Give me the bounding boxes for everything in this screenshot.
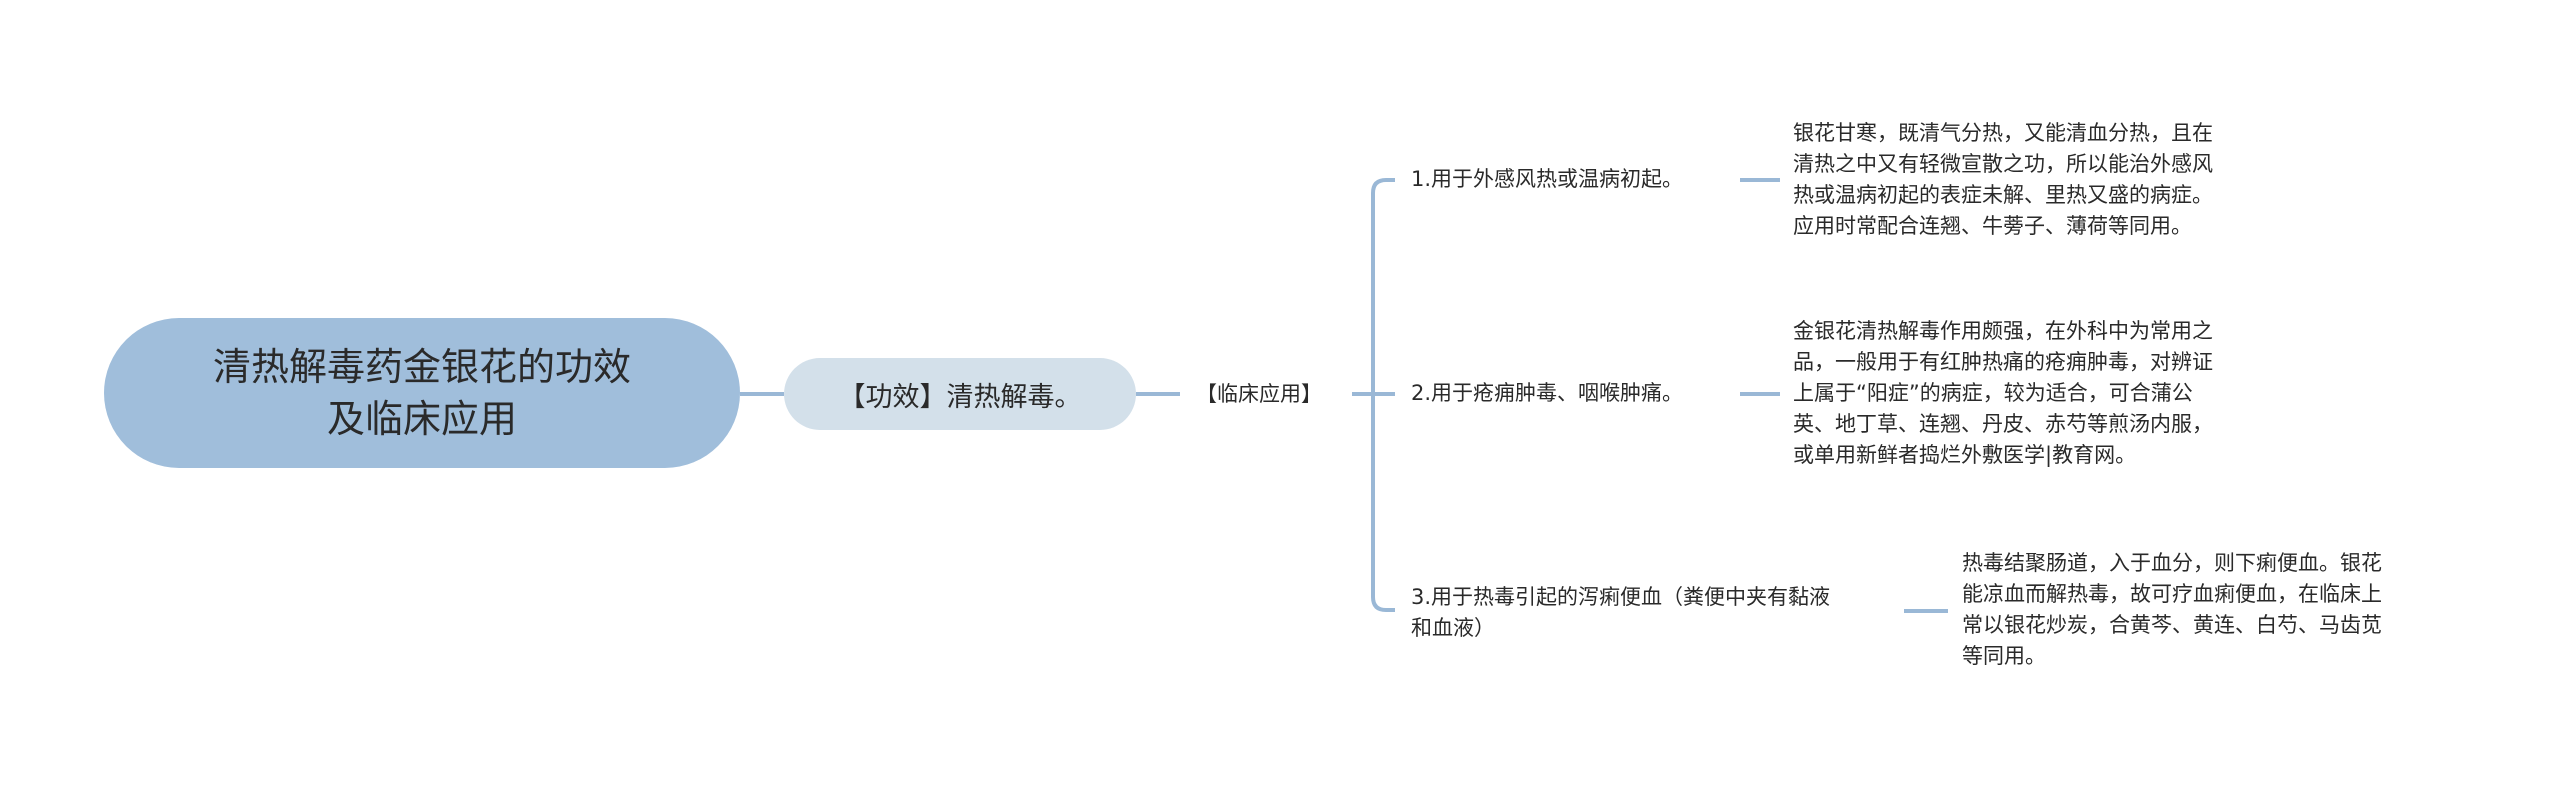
- detail-line: 英、地丁草、连翘、丹皮、赤芍等煎汤内服，: [1793, 412, 2213, 436]
- detail-line: 等同用。: [1962, 644, 2046, 668]
- detail-line: 应用时常配合连翘、牛蒡子、薄荷等同用。: [1793, 214, 2192, 238]
- clinical-application-node[interactable]: 【临床应用】: [1196, 379, 1322, 409]
- branch-3-detail[interactable]: 热毒结聚肠道，入于血分，则下痢便血。银花 能凉血而解热毒，故可疗血痢便血，在临床…: [1962, 548, 2452, 672]
- branch-3-title-line1: 3.用于热毒引起的泻痢便血（粪便中夹有黏液: [1411, 585, 1831, 609]
- branch-2-title: 2.用于疮痈肿毒、咽喉肿痛。: [1411, 381, 1684, 405]
- branch-1-detail[interactable]: 银花甘寒，既清气分热，又能清血分热，且在 清热之中又有轻微宣散之功，所以能治外感…: [1793, 118, 2283, 242]
- detail-line: 热毒结聚肠道，入于血分，则下痢便血。银花: [1962, 551, 2382, 575]
- root-node[interactable]: 清热解毒药金银花的功效 及临床应用: [104, 318, 740, 468]
- root-title: 清热解毒药金银花的功效 及临床应用: [213, 341, 631, 445]
- branch-1-title: 1.用于外感风热或温病初起。: [1411, 167, 1684, 191]
- detail-line: 银花甘寒，既清气分热，又能清血分热，且在: [1793, 121, 2213, 145]
- detail-line: 清热之中又有轻微宣散之功，所以能治外感风: [1793, 152, 2213, 176]
- branch-2-node[interactable]: 2.用于疮痈肿毒、咽喉肿痛。: [1411, 378, 1683, 409]
- detail-line: 上属于“阳症”的病症，较为适合，可合蒲公: [1793, 381, 2193, 405]
- detail-line: 常以银花炒炭，合黄芩、黄连、白芍、马齿苋: [1962, 613, 2382, 637]
- efficacy-label: 【功效】清热解毒。: [838, 381, 1082, 413]
- efficacy-node[interactable]: 【功效】清热解毒。: [784, 358, 1136, 430]
- branch-3-node[interactable]: 3.用于热毒引起的泻痢便血（粪便中夹有黏液 和血液）: [1411, 582, 1830, 644]
- branch-1-node[interactable]: 1.用于外感风热或温病初起。: [1411, 164, 1683, 195]
- bracket-line: [1371, 178, 1395, 612]
- root-title-line1: 清热解毒药金银花的功效: [212, 345, 631, 389]
- detail-line: 金银花清热解毒作用颇强，在外科中为常用之: [1793, 319, 2213, 343]
- detail-line: 能凉血而解热毒，故可疗血痢便血，在临床上: [1962, 582, 2382, 606]
- clinical-application-label: 【临床应用】: [1196, 382, 1322, 406]
- detail-line: 品，一般用于有红肿热痛的疮痈肿毒，对辨证: [1793, 350, 2213, 374]
- root-title-line2: 及临床应用: [326, 397, 517, 441]
- detail-line: 或单用新鲜者捣烂外敷医学|教育网。: [1793, 443, 2137, 467]
- branch-3-title-line2: 和血液）: [1411, 616, 1495, 640]
- branch-2-detail[interactable]: 金银花清热解毒作用颇强，在外科中为常用之 品，一般用于有红肿热痛的疮痈肿毒，对辨…: [1793, 316, 2283, 471]
- detail-line: 热或温病初起的表症未解、里热又盛的病症。: [1793, 183, 2213, 207]
